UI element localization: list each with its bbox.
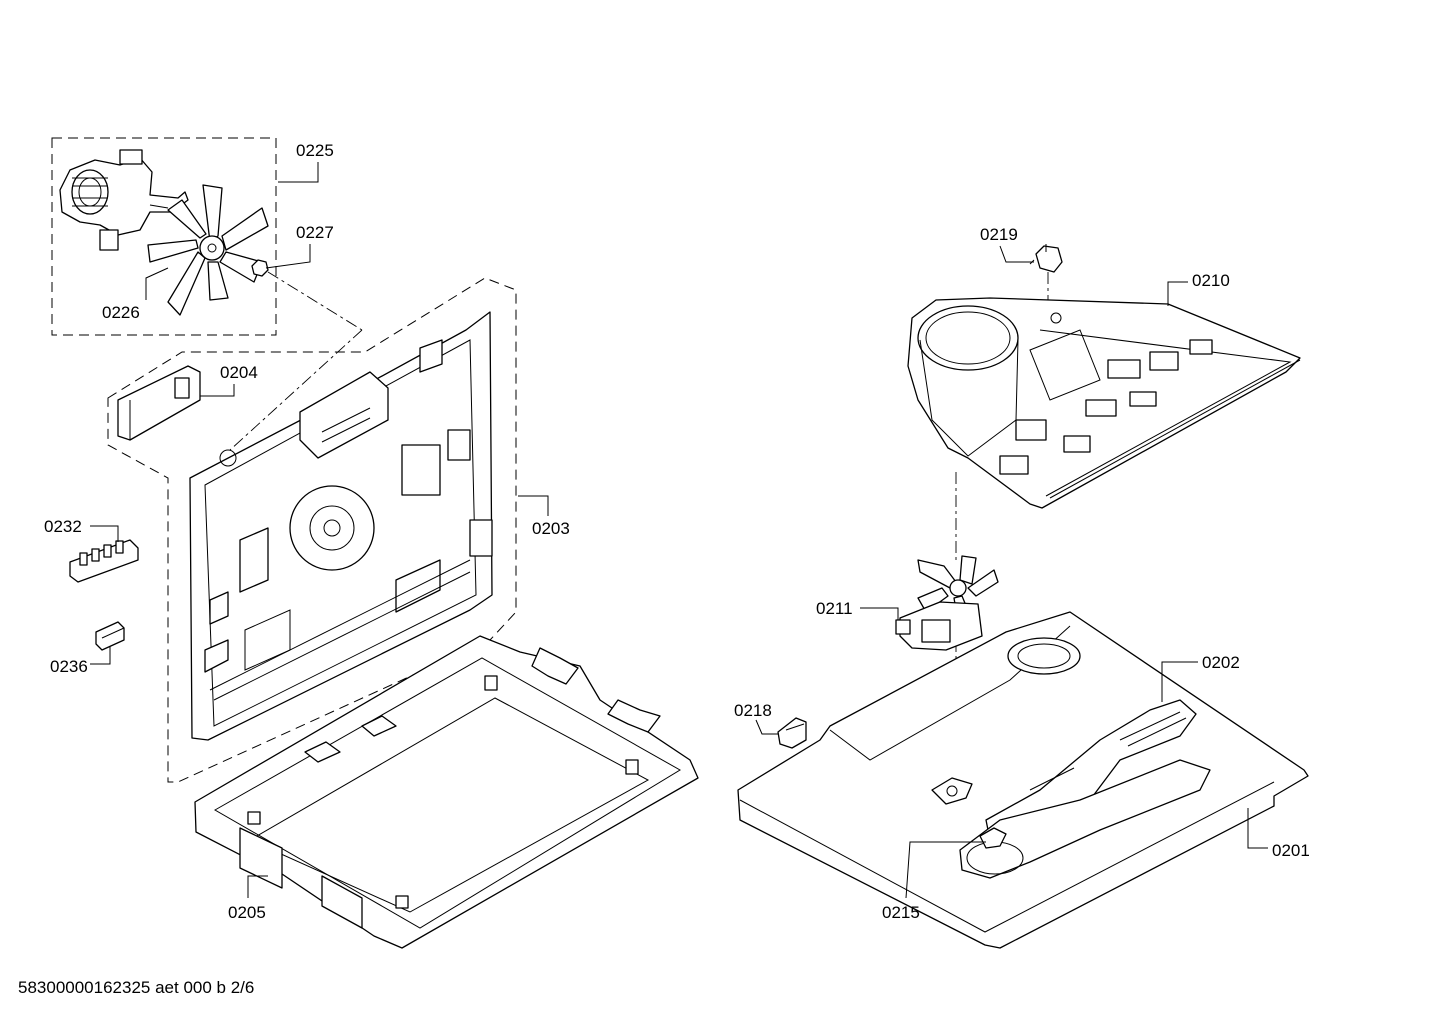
part-0205-bottom-frame bbox=[194, 635, 699, 949]
label-0210: 0210 bbox=[1192, 271, 1230, 290]
part-0226-fan-blade bbox=[147, 184, 269, 316]
part-0236-connector bbox=[95, 621, 125, 651]
part-0218-bracket bbox=[777, 717, 807, 749]
label-0227: 0227 bbox=[296, 223, 334, 242]
label-0236: 0236 bbox=[50, 657, 88, 676]
label-0232: 0232 bbox=[44, 517, 82, 536]
part-0225-fan-motor bbox=[59, 149, 189, 251]
label-0226: 0226 bbox=[102, 303, 140, 322]
part-0219-sensor bbox=[1029, 244, 1063, 273]
part-0210-fan-hood bbox=[907, 297, 1301, 509]
part-0204-cover-bracket bbox=[117, 365, 201, 441]
base-plate-slot bbox=[959, 759, 1211, 879]
label-0211: 0211 bbox=[816, 599, 853, 618]
label-0205: 0205 bbox=[228, 903, 266, 922]
part-0215-motor-mount bbox=[931, 777, 1007, 849]
part-0211-cooling-fan bbox=[895, 555, 999, 651]
label-0225: 0225 bbox=[296, 141, 334, 160]
leader-lines bbox=[90, 162, 1268, 899]
label-0218: 0218 bbox=[734, 701, 772, 720]
document-reference-footer: 58300000162325 aet 000 b 2/6 bbox=[18, 978, 255, 997]
part-0201-base-plate bbox=[737, 611, 1309, 949]
part-0227-nut bbox=[251, 259, 269, 277]
label-0202: 0202 bbox=[1202, 653, 1240, 672]
label-0219: 0219 bbox=[980, 225, 1018, 244]
part-0203-back-wall bbox=[189, 311, 493, 741]
part-0232-terminal-block bbox=[69, 539, 139, 583]
fan-motor-group-box bbox=[51, 137, 277, 336]
alignment-line-0227 bbox=[229, 271, 363, 451]
label-0203: 0203 bbox=[532, 519, 570, 538]
label-0204: 0204 bbox=[220, 363, 258, 382]
label-0201: 0201 bbox=[1272, 841, 1310, 860]
back-wall-group-box bbox=[107, 277, 517, 783]
label-0215: 0215 bbox=[882, 903, 920, 922]
